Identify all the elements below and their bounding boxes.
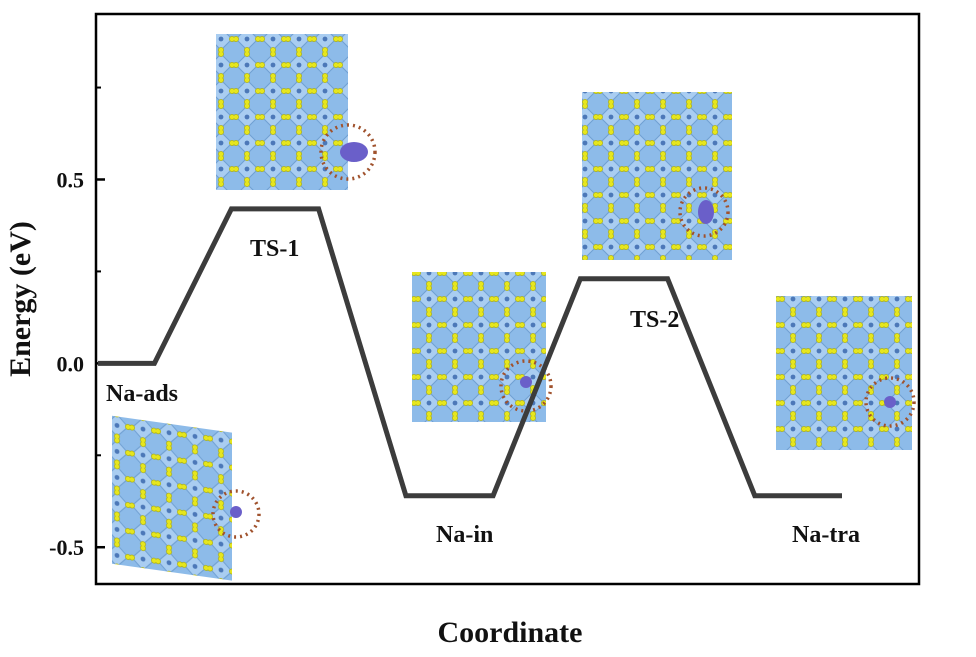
x-axis-title: Coordinate bbox=[438, 616, 583, 649]
highlight-circle bbox=[864, 376, 916, 428]
state-label-na-tra: Na-tra bbox=[792, 522, 860, 548]
structure-na-ads bbox=[112, 415, 261, 581]
highlight-circle bbox=[499, 359, 553, 413]
y-axis-ticks: 0.5 0.0 -0.5 bbox=[49, 86, 105, 560]
state-label-ts-1: TS-1 bbox=[250, 236, 299, 262]
na-atom bbox=[884, 396, 896, 408]
plot-frame bbox=[94, 12, 921, 586]
highlight-circle bbox=[678, 186, 730, 238]
structure-images bbox=[112, 34, 916, 581]
energy-profile-line bbox=[98, 206, 842, 499]
y-tick-label: 0.0 bbox=[57, 351, 85, 376]
structure-na-in bbox=[412, 272, 553, 422]
y-tick-label: -0.5 bbox=[49, 535, 84, 560]
structure-na-tra bbox=[776, 296, 916, 450]
highlight-circle bbox=[319, 123, 377, 181]
na-atom bbox=[698, 200, 714, 224]
na-atom bbox=[340, 142, 368, 162]
state-label-na-in: Na-in bbox=[436, 522, 493, 548]
na-atom bbox=[520, 376, 532, 388]
structure-ts-2 bbox=[582, 92, 732, 260]
y-tick-label: 0.5 bbox=[57, 167, 85, 192]
state-label-ts-2: TS-2 bbox=[630, 307, 679, 333]
structure-ts-1 bbox=[216, 34, 377, 190]
na-atom bbox=[230, 506, 242, 518]
state-label-na-ads: Na-ads bbox=[106, 381, 178, 407]
y-axis-title: Energy (eV) bbox=[4, 221, 37, 377]
highlight-circle bbox=[211, 489, 261, 539]
